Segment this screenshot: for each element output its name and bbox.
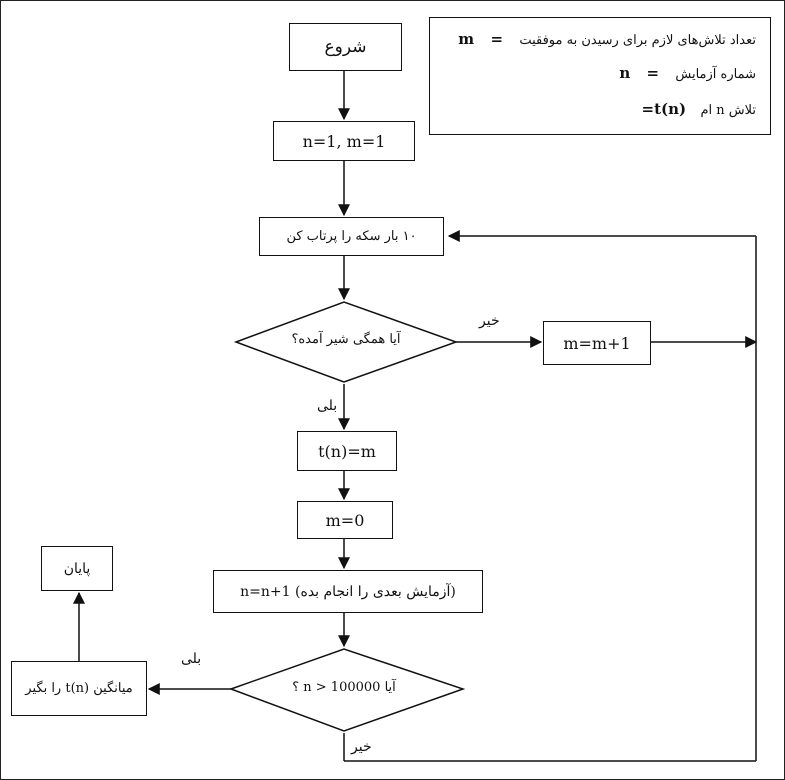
legend-row-m-symbol: m	[458, 30, 475, 48]
node-average: میانگین t(n) را بگیر	[11, 661, 147, 716]
node-toss-coin: ۱۰ بار سکه را پرتاب کن	[259, 217, 444, 256]
legend-row-t: تلاش n ام t(n)=	[440, 100, 756, 122]
legend-row-n-text: شماره آزمایش	[675, 67, 756, 82]
edge-label-yes-2: بلی	[181, 651, 202, 667]
decision-all-heads-shape	[233, 301, 459, 383]
legend-row-n-eq: =	[646, 64, 660, 82]
legend-row-t-symbol: t(n)=	[641, 100, 687, 118]
node-init: n=1, m=1	[273, 121, 415, 161]
legend-row-n-symbol: n	[619, 64, 631, 82]
node-assign-t: t(n)=m	[297, 431, 397, 471]
legend-row-m-text: تعداد تلاش‌های لازم برای رسیدن به موفقیت	[519, 33, 756, 48]
decision-check-n-shape	[228, 648, 466, 732]
legend-row-t-text: تلاش n ام	[700, 103, 756, 118]
node-end: پایان	[41, 546, 113, 591]
legend-row-n: شماره آزمایش = n	[440, 64, 756, 86]
node-increment-m: m=m+1	[543, 321, 651, 365]
legend-box: تعداد تلاش‌های لازم برای رسیدن به موفقیت…	[429, 17, 771, 135]
node-start: شروع	[289, 23, 402, 71]
legend-row-m-eq: =	[490, 30, 504, 48]
legend-row-m: تعداد تلاش‌های لازم برای رسیدن به موفقیت…	[440, 30, 756, 52]
edge-label-no-2: خیر	[351, 739, 372, 755]
node-reset-m: m=0	[297, 501, 393, 539]
node-next-trial: n=n+1 (آزمایش بعدی را انجام بده)	[213, 570, 483, 613]
node-check-n-label: آیا n > 100000 ؟	[292, 680, 396, 695]
edge-label-no-1: خیر	[479, 313, 500, 329]
node-all-heads-label: آیا همگی شیر آمده؟	[291, 332, 401, 347]
edge-label-yes-1: بلی	[317, 398, 338, 414]
